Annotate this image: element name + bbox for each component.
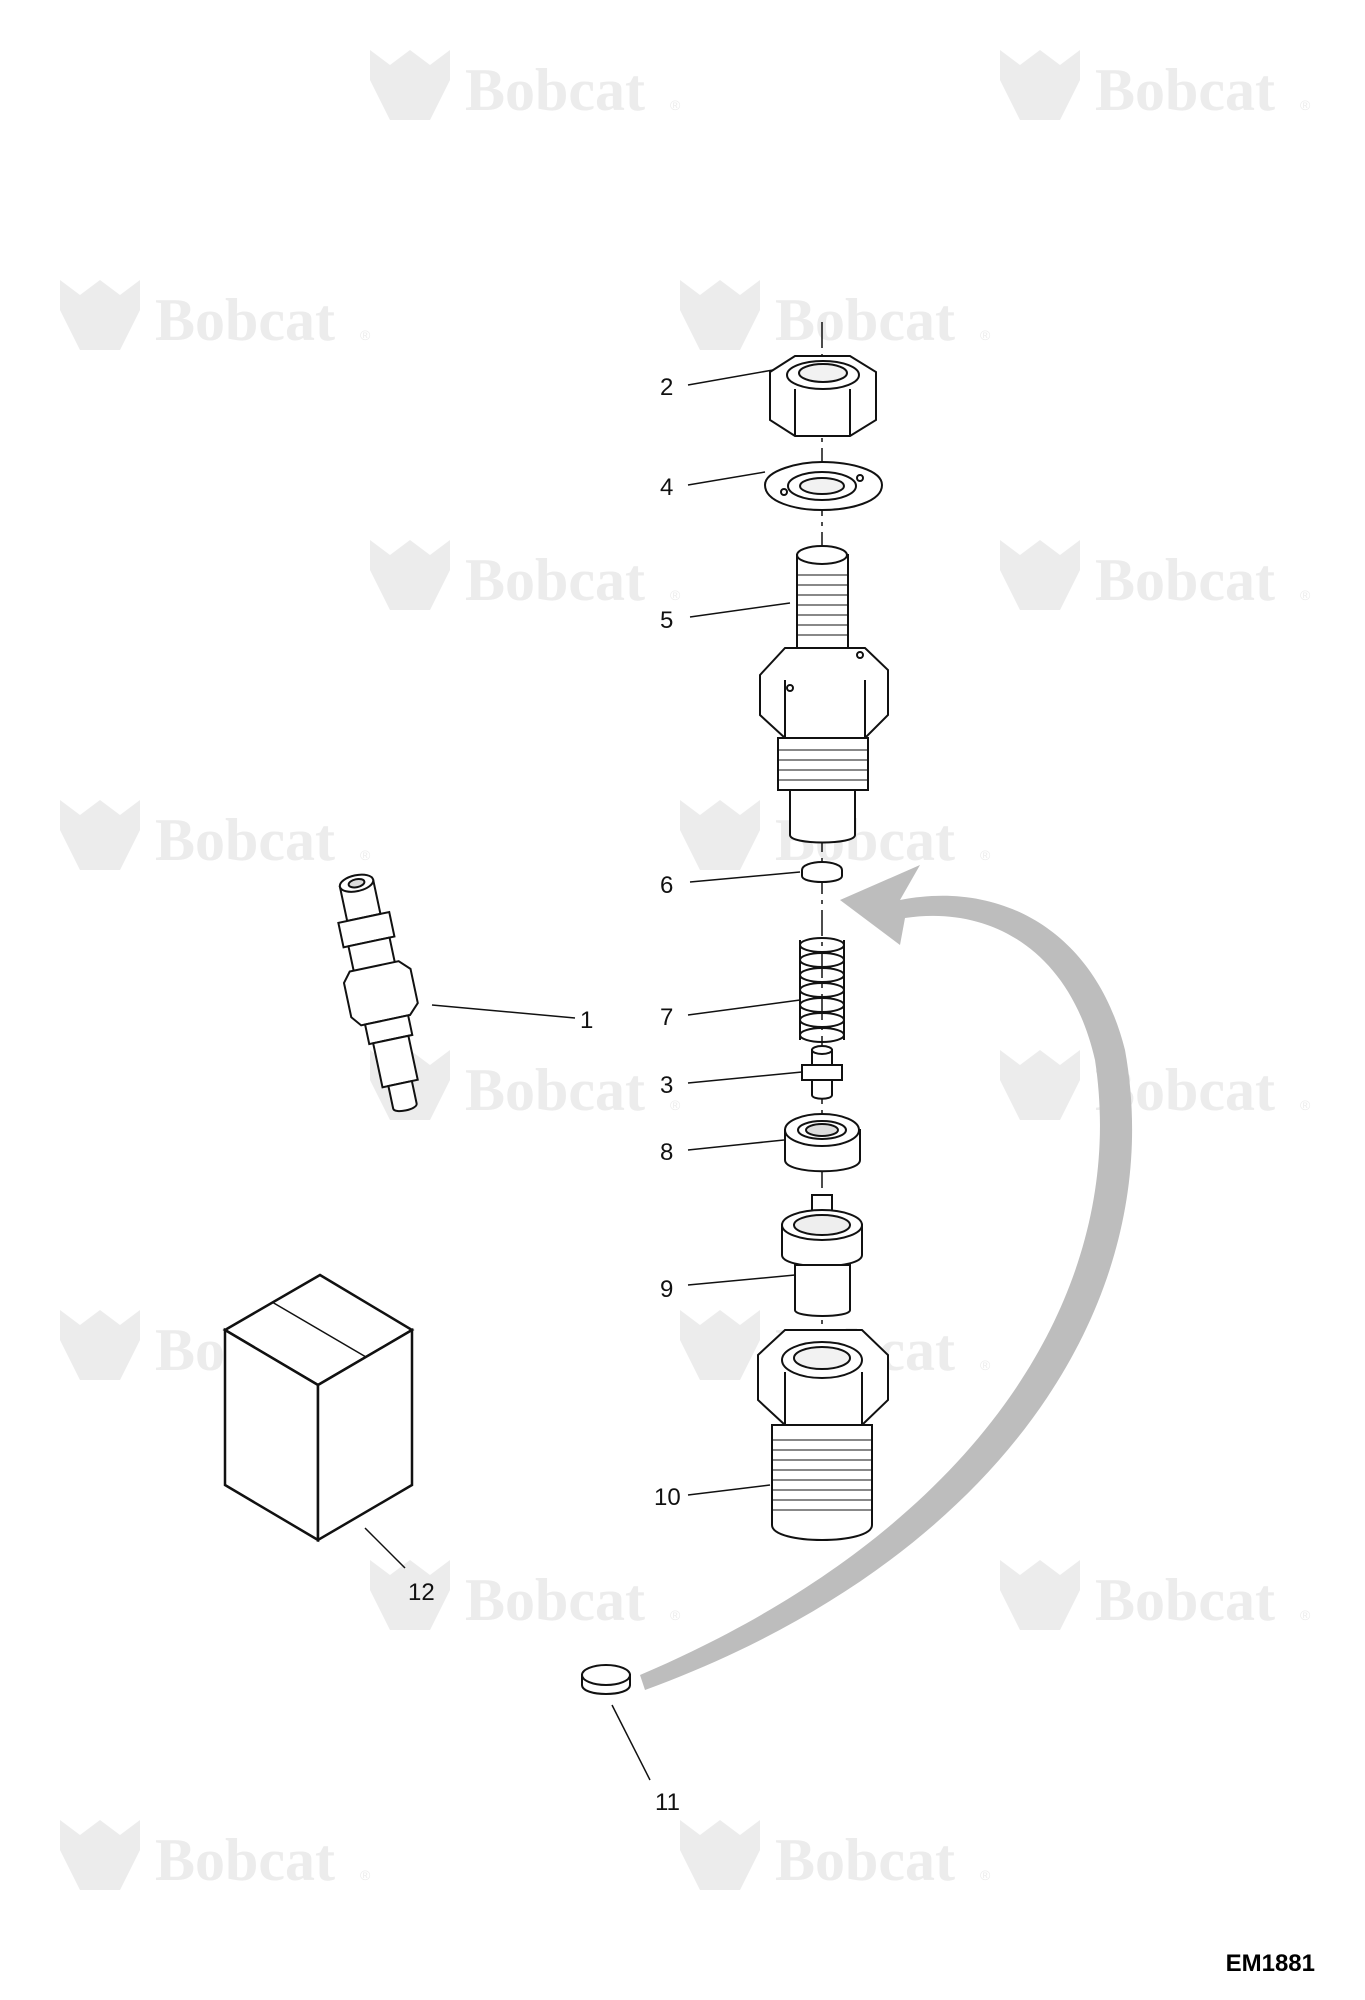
watermark-brand: Bobcat — [465, 1567, 645, 1633]
watermark-registered-mark: ® — [360, 1867, 371, 1883]
bobcat-watermark: Bobcat ® — [60, 800, 371, 873]
watermark-brand: Bobcat — [1095, 57, 1275, 123]
part-8-seat-ring — [784, 1113, 861, 1173]
watermark-registered-mark: ® — [1300, 97, 1311, 113]
figure-id: EM1881 — [1225, 1950, 1315, 1977]
part-4-washer — [763, 460, 884, 512]
bobcat-logo-icon — [1000, 1560, 1080, 1630]
watermark-brand: Bobcat — [465, 1057, 645, 1123]
callout-11: 11 — [655, 1789, 680, 1816]
bobcat-logo-icon — [370, 540, 450, 610]
bobcat-watermark: Bobcat ® — [1000, 50, 1311, 123]
callout-6: 6 — [660, 872, 673, 899]
watermark-registered-mark: ® — [1300, 587, 1311, 603]
watermark-registered-mark: ® — [670, 1607, 681, 1623]
bobcat-watermark: Bobcat® — [1000, 1050, 1311, 1123]
bobcat-watermark-layer: Bobcat ® Bobcat ® Bobcat ® Bobcat ® Bobcat ® Bobca… — [60, 50, 1311, 1893]
bobcat-watermark: Bobcat ® — [60, 1820, 371, 1893]
callout-12: 12 — [408, 1579, 435, 1606]
part-10-body-nut — [757, 1329, 889, 1541]
watermark-brand: Bobcat — [465, 57, 645, 123]
bobcat-logo-icon — [680, 800, 760, 870]
part-5-valve-holder — [759, 545, 889, 844]
part-11-disc — [581, 1664, 631, 1695]
bobcat-logo-icon — [680, 1310, 760, 1380]
bobcat-watermark: Bobcat ® — [370, 50, 681, 123]
bobcat-watermark: Bobcat ® — [370, 1560, 681, 1633]
bobcat-logo-icon — [60, 280, 140, 350]
callout-3: 3 — [660, 1072, 673, 1099]
watermark-registered-mark: ® — [980, 1867, 991, 1883]
bobcat-logo-icon — [60, 1310, 140, 1380]
watermark-brand: Bobcat — [1095, 1567, 1275, 1633]
watermark-registered-mark: ® — [670, 97, 681, 113]
part-7-spring — [799, 937, 845, 1043]
watermark-registered-mark: ® — [360, 847, 371, 863]
watermark-registered-mark: ® — [980, 327, 991, 343]
bobcat-logo-icon — [60, 1820, 140, 1890]
callout-7: 7 — [660, 1004, 673, 1031]
callout-5: 5 — [660, 607, 673, 634]
watermark-registered-mark: ® — [980, 847, 991, 863]
bobcat-watermark: Bobcat ® — [680, 280, 991, 353]
callout-9: 9 — [660, 1276, 673, 1303]
callout-8: 8 — [660, 1139, 673, 1166]
callout-10: 10 — [654, 1484, 681, 1511]
watermark-registered-mark: ® — [360, 327, 371, 343]
bobcat-watermark: Bobcat ® — [1000, 540, 1311, 613]
watermark-brand: Bobcat — [155, 1827, 335, 1893]
watermark-brand: Bobcat — [465, 547, 645, 613]
part-6-seal — [801, 861, 843, 883]
watermark-brand: Bobcat — [155, 807, 335, 873]
watermark-brand: Bobcat — [1095, 547, 1275, 613]
callout-4: 4 — [660, 474, 673, 501]
callout-2: 2 — [660, 374, 673, 401]
watermark-registered-mark: ® — [980, 1357, 991, 1373]
watermark-registered-mark: ® — [1300, 1097, 1311, 1113]
part-9-plunger — [781, 1194, 863, 1317]
bobcat-logo-icon — [1000, 1050, 1080, 1120]
bobcat-logo-icon — [680, 1820, 760, 1890]
bobcat-watermark: Bobcat ® — [680, 1820, 991, 1893]
bobcat-logo-icon — [370, 1560, 450, 1630]
watermark-registered-mark: ® — [1300, 1607, 1311, 1623]
callout-labels: 2 4 5 6 7 3 8 9 10 1 12 11 — [408, 374, 681, 1816]
bobcat-watermark: Bobcat ® — [370, 540, 681, 613]
watermark-registered-mark: ® — [670, 587, 681, 603]
bobcat-logo-icon — [1000, 540, 1080, 610]
bobcat-logo-icon — [60, 800, 140, 870]
bobcat-watermark: Bobcat ® — [1000, 1560, 1311, 1633]
bobcat-watermark: Bobcat ® — [60, 280, 371, 353]
watermark-registered-mark: ® — [670, 1097, 681, 1113]
bobcat-logo-icon — [680, 280, 760, 350]
leader-lines — [364, 369, 803, 1781]
watermark-brand: Bobcat — [775, 287, 955, 353]
watermark-brand: Bobcat — [775, 1827, 955, 1893]
part-2-nut — [769, 355, 877, 437]
part-1-injector — [337, 873, 419, 1113]
bobcat-logo-icon — [370, 50, 450, 120]
part-12-kit-box — [222, 1273, 415, 1543]
bobcat-logo-icon — [1000, 50, 1080, 120]
bobcat-watermark: Bobcat ® — [370, 1050, 681, 1123]
assembly-arrow — [640, 865, 1133, 1690]
part-3-valve — [801, 1045, 843, 1100]
watermark-brand: Bobcat — [155, 287, 335, 353]
callout-1: 1 — [580, 1007, 593, 1034]
